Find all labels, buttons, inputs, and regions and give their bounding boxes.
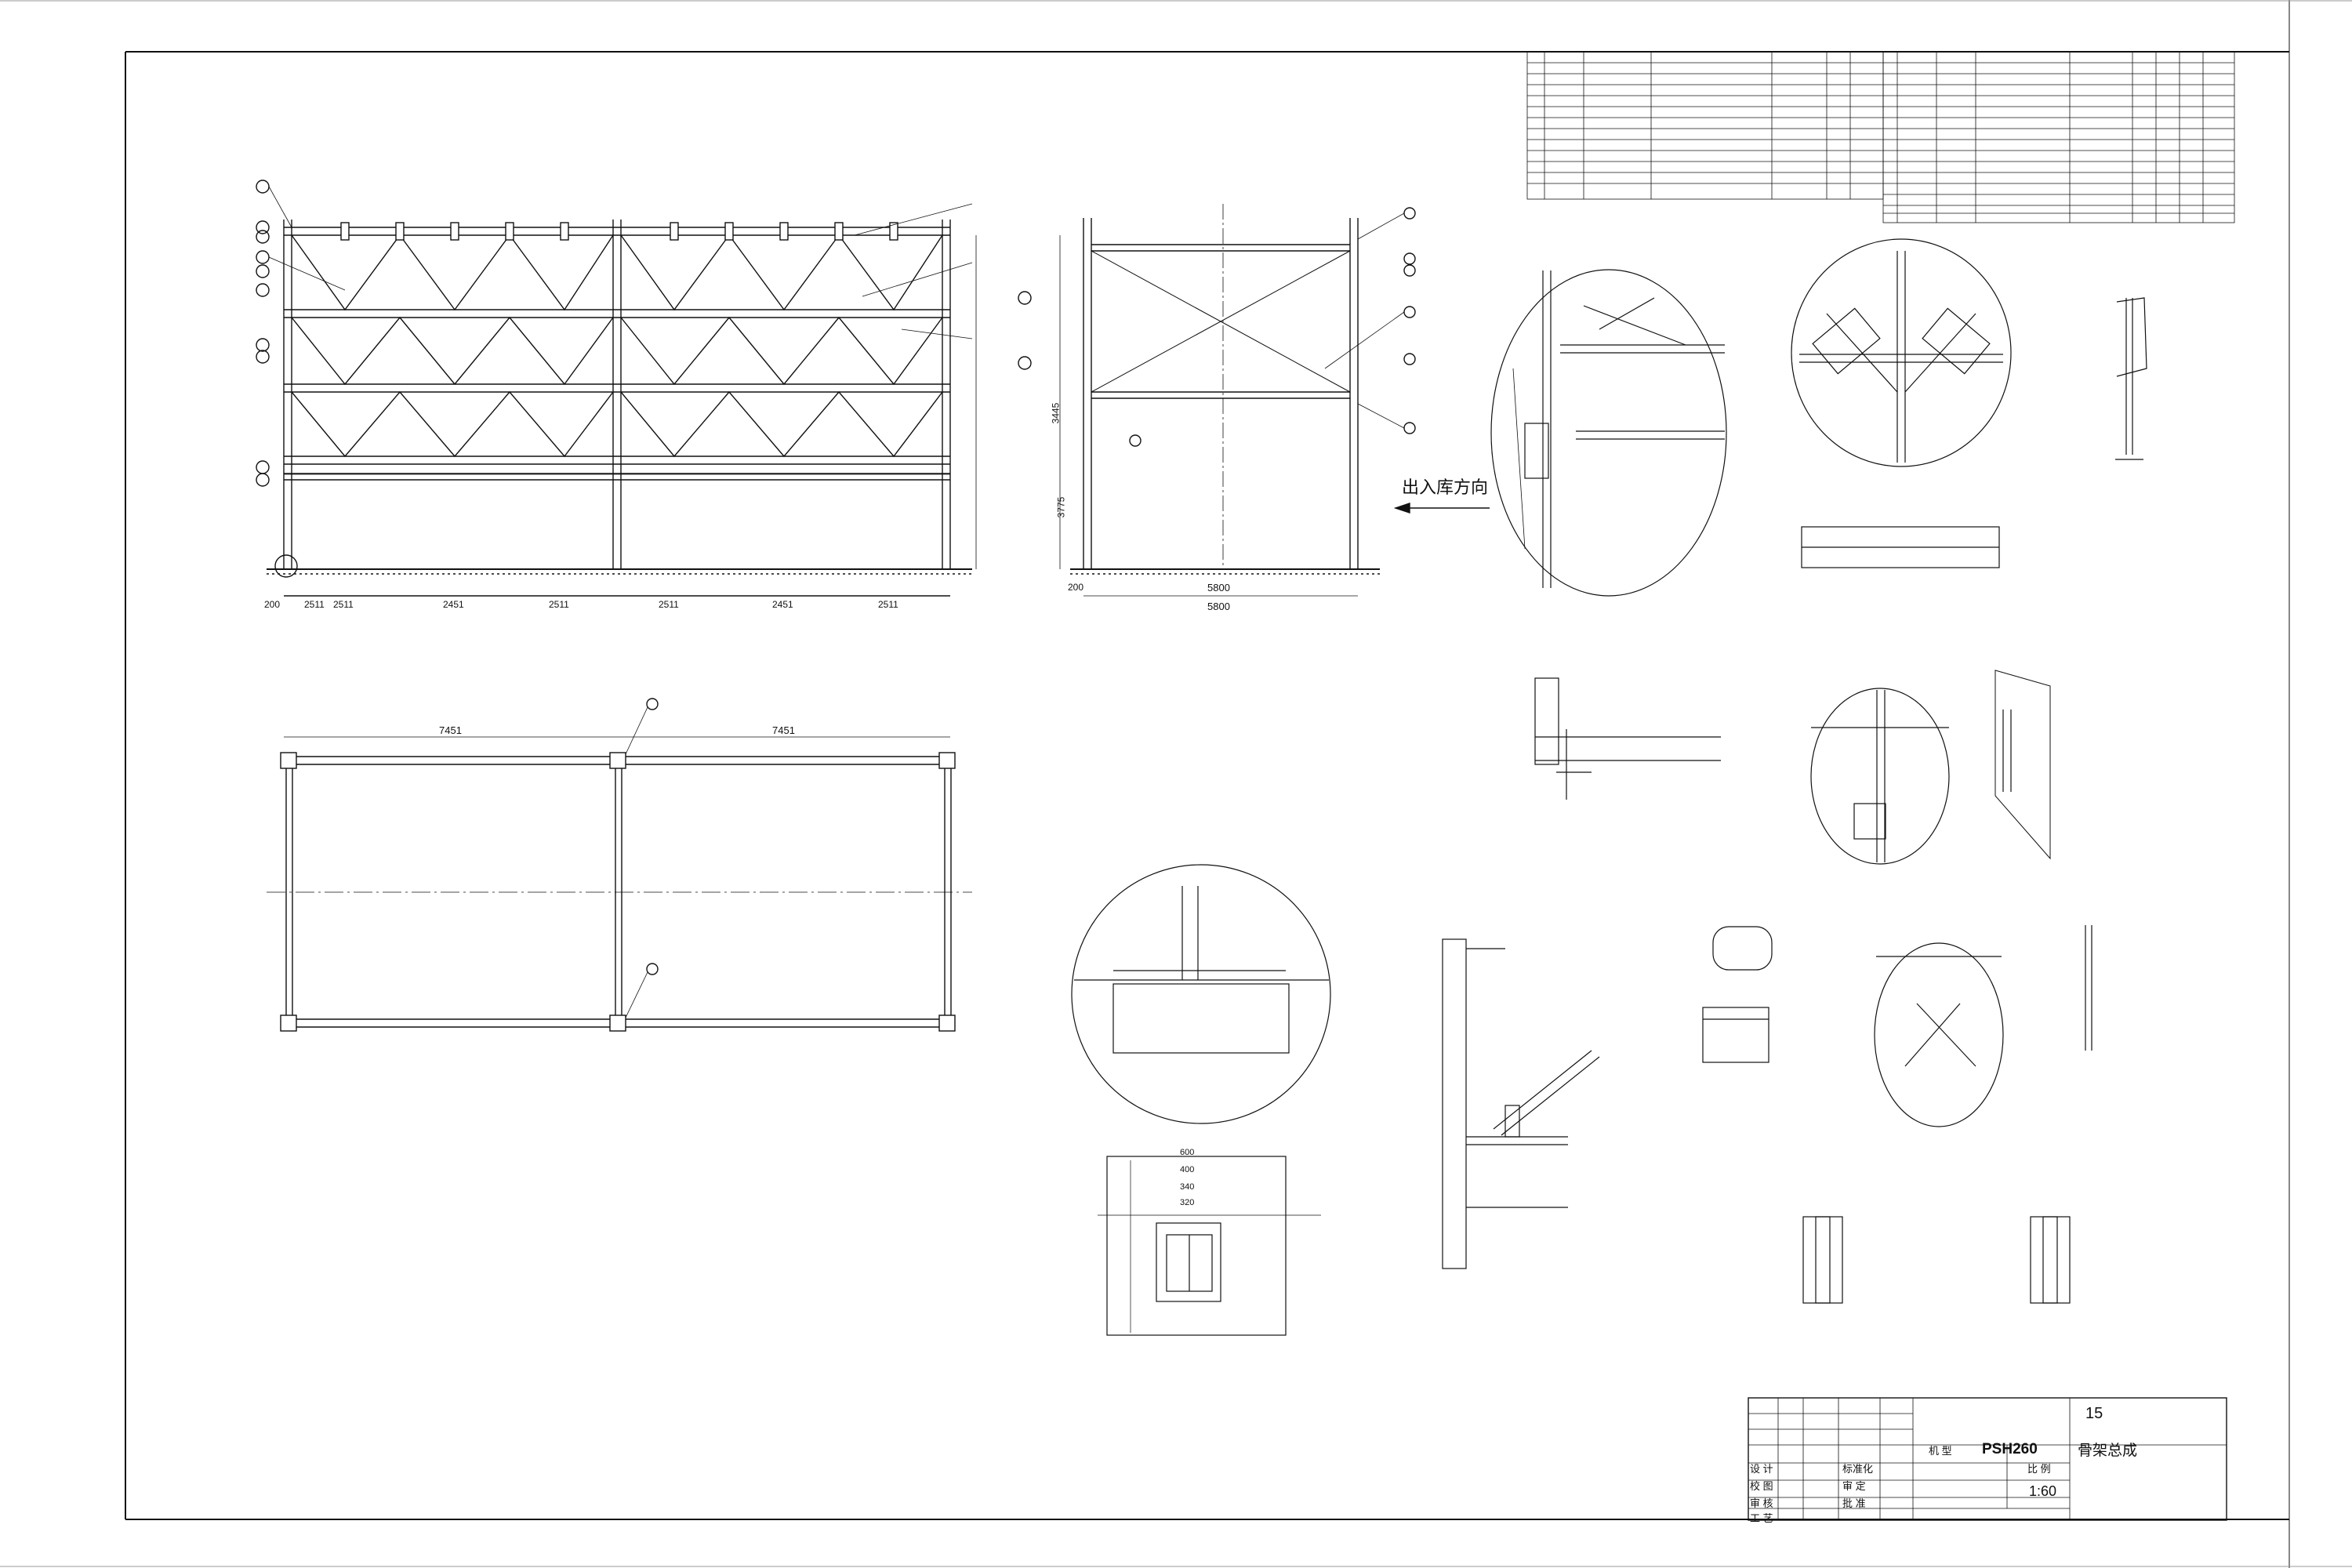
scale-value: 1:60 [2029, 1483, 2057, 1499]
title-block: 15 机 型 PSH260 骨架总成 比 例 1:60 设 计 校 图 审 核 … [1748, 1398, 2227, 1524]
model-label: 机 型 [1929, 1445, 1952, 1457]
title-block-frame [1748, 1397, 2227, 1521]
parts-list [1526, 51, 2235, 223]
side-bottom-dim-6: 2511 [878, 599, 898, 610]
base-plate-dim-3: 340 [1180, 1182, 1195, 1192]
row-check: 校 图 [1750, 1480, 1773, 1492]
direction-label: 出入库方向 [1402, 477, 1489, 497]
assembly-name: 骨架总成 [2078, 1443, 2138, 1459]
row-audit: 审 核 [1750, 1497, 1773, 1509]
plan-bay-width-2: 7451 [772, 724, 795, 736]
side-bottom-dim-3: 2511 [549, 599, 569, 610]
svg-text:2511: 2511 [304, 599, 325, 610]
check-standard: 标准化 [1842, 1463, 1874, 1475]
row-process: 工 艺 [1750, 1512, 1773, 1524]
side-bottom-dim-2: 2451 [443, 599, 464, 610]
base-plate-dim-4: 320 [1180, 1198, 1195, 1207]
side-bottom-dim-4: 2511 [659, 599, 679, 610]
detail-views [1071, 238, 2147, 1336]
svg-text:5800: 5800 [1207, 601, 1230, 612]
side-elevation-view [256, 180, 977, 597]
front-view [1018, 204, 1490, 597]
front-height-dim-1: 3445 [1050, 402, 1062, 424]
base-plate-dim-2: 400 [1180, 1165, 1195, 1174]
check-review: 审 定 [1842, 1480, 1866, 1492]
front-edge-dim: 200 [1068, 582, 1084, 593]
plan-view [267, 698, 972, 1032]
check-approve: 批 准 [1842, 1497, 1866, 1509]
model-value: PSH260 [1982, 1441, 2038, 1457]
front-height-dim-2: 3775 [1055, 496, 1067, 518]
sheet-number: 15 [2085, 1405, 2103, 1422]
row-design: 设 计 [1750, 1463, 1773, 1475]
plan-bay-width-1: 7451 [439, 724, 462, 736]
scale-label: 比 例 [2027, 1463, 2051, 1475]
side-bottom-dim-1: 2511 [333, 599, 354, 610]
side-bottom-dim-5: 2451 [772, 599, 793, 610]
side-edge-dim: 200 [264, 599, 281, 610]
front-width-dim: 5800 [1207, 582, 1230, 593]
base-plate-dim-1: 600 [1180, 1148, 1195, 1157]
